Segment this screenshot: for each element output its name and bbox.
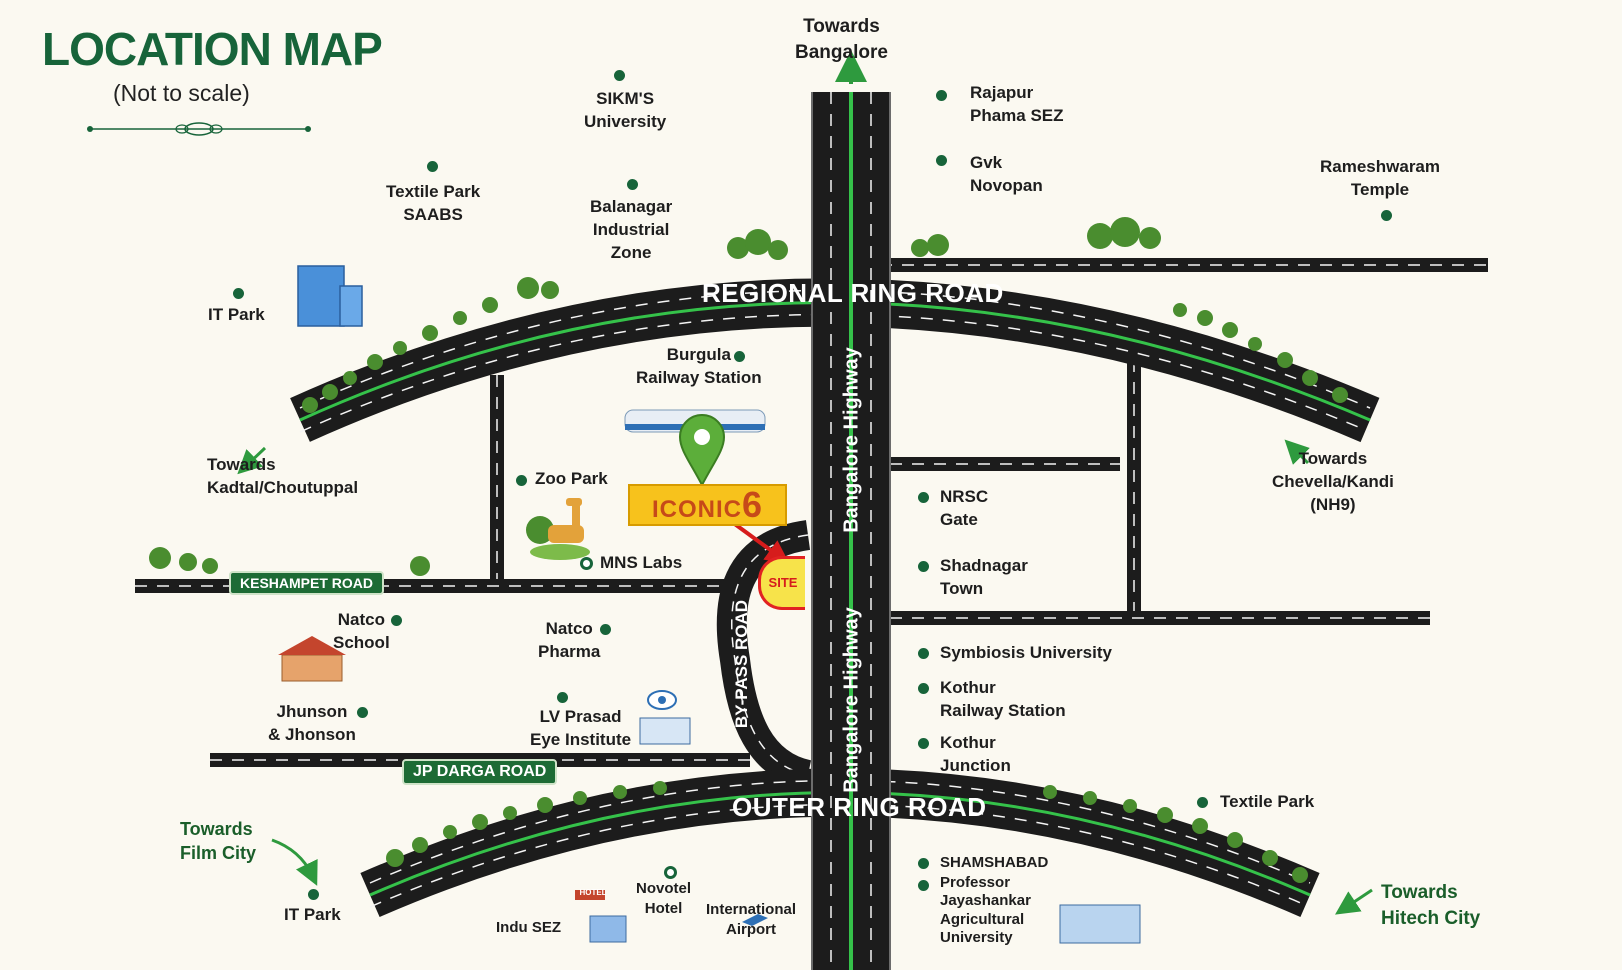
natco-pharma-label: Natco Pharma: [538, 619, 601, 661]
building-icons: [278, 265, 1141, 944]
indu-sez-label: Indu SEZ: [496, 919, 561, 936]
burgula-label: Burgula Railway Station: [636, 345, 762, 387]
novotel-label: Novotel Hotel: [636, 880, 692, 918]
rameshwaram-label: Rameshwaram Temple: [1320, 157, 1441, 199]
gvk-label: Gvk Novopan: [970, 153, 1043, 195]
mns-labs-label: MNS Labs: [600, 553, 683, 572]
it-park-top-label: IT Park: [208, 305, 265, 324]
zoo-park-label: Zoo Park: [535, 469, 608, 488]
zoo-park-marker: [516, 475, 527, 486]
textile-saabs-marker: [427, 161, 438, 172]
regional-ring-road-label: REGIONAL RING ROAD: [702, 278, 1004, 308]
novotel-marker: [664, 866, 677, 879]
tree-clusters: [149, 217, 1348, 883]
nrsc-label: NRSC Gate: [940, 487, 989, 529]
jp-darga-road-badge: JP DARGA ROAD: [402, 759, 558, 785]
balanagar-marker: [627, 179, 638, 190]
project-name: ICONIC: [651, 496, 742, 523]
kothur-junction-label: Kothur Junction: [940, 733, 1011, 775]
bangalore-highway: [811, 92, 891, 970]
direction-chevella: Towards Chevella/Kandi (NH9): [1272, 449, 1394, 514]
page-title: LOCATION MAP: [42, 23, 383, 75]
natco-pharma-marker: [600, 624, 611, 635]
bypass-road: [716, 520, 812, 790]
keshampet-road-badge: KESHAMPET ROAD: [229, 571, 385, 595]
kothur-rail-marker: [918, 683, 929, 694]
symbiosis-label: Symbiosis University: [940, 643, 1112, 662]
it-park-top-marker: [233, 288, 244, 299]
bypass-road-label: BY-PASS ROAD: [732, 599, 751, 729]
kothur-rail-label: Kothur Railway Station: [940, 678, 1066, 720]
direction-kadtal: Towards Kadtal/Choutuppal: [207, 455, 359, 497]
rajapur-label: Rajapur Phama SEZ: [970, 83, 1064, 125]
shamshabad-marker: [918, 858, 929, 869]
project-number: 6: [741, 484, 764, 525]
project-logo: ICONIC6: [628, 484, 787, 526]
lv-prasad-label: LV Prasad Eye Institute: [530, 707, 632, 749]
location-pin-icon: [678, 414, 726, 488]
textile-park-label: Textile Park: [1220, 792, 1315, 811]
nrsc-marker: [918, 492, 929, 503]
bangalore-highway-label-upper: Bangalore Highway: [840, 347, 863, 533]
natco-school-marker: [391, 615, 402, 626]
it-park-bottom-marker: [308, 889, 319, 900]
minor-roads: [135, 258, 1488, 767]
bangalore-highway-label-lower: Bangalore Highway: [840, 607, 863, 793]
direction-bangalore: Towards Bangalore: [795, 16, 888, 63]
site-marker: SITE: [758, 556, 805, 610]
airport-label: International Airport: [706, 901, 797, 939]
textile-saabs-label: Textile Park SAABS: [386, 182, 481, 224]
burgula-marker: [734, 351, 745, 362]
shadnagar-marker: [918, 561, 929, 572]
pjtsau-label: Professor Jayashankar Agricultural Unive…: [940, 874, 1031, 946]
direction-film-city: Towards Film City: [180, 819, 257, 864]
mns-labs-marker: [580, 557, 593, 570]
jhunson-label: Jhunson & Jhonson: [268, 702, 356, 744]
direction-arrows: [237, 50, 1373, 915]
hotel-sign: HOTEL: [579, 888, 607, 897]
textile-park-marker: [1197, 797, 1208, 808]
lv-prasad-marker: [557, 692, 568, 703]
sikm-label: SIKM'S University: [584, 89, 667, 131]
symbiosis-marker: [918, 648, 929, 659]
kothur-junction-marker: [918, 738, 929, 749]
pjtsau-marker: [918, 880, 929, 891]
gvk-marker: [936, 155, 947, 166]
shamshabad-label: SHAMSHABAD: [940, 854, 1049, 871]
outer-ring-road-label: OUTER RING ROAD: [732, 792, 987, 822]
natco-school-label: Natco School: [333, 610, 390, 652]
shadnagar-label: Shadnagar Town: [940, 556, 1028, 598]
rameshwaram-marker: [1381, 210, 1392, 221]
rajapur-marker: [936, 90, 947, 101]
title-ornament: [87, 122, 311, 136]
jhunson-marker: [357, 707, 368, 718]
giraffe-icon: [530, 498, 590, 560]
balanagar-label: Balanagar Industrial Zone: [590, 197, 673, 262]
direction-hitech-city: Towards Hitech City: [1381, 882, 1481, 929]
sikm-marker: [614, 70, 625, 81]
page-subtitle: (Not to scale): [113, 80, 250, 106]
it-park-bottom-label: IT Park: [284, 905, 341, 924]
